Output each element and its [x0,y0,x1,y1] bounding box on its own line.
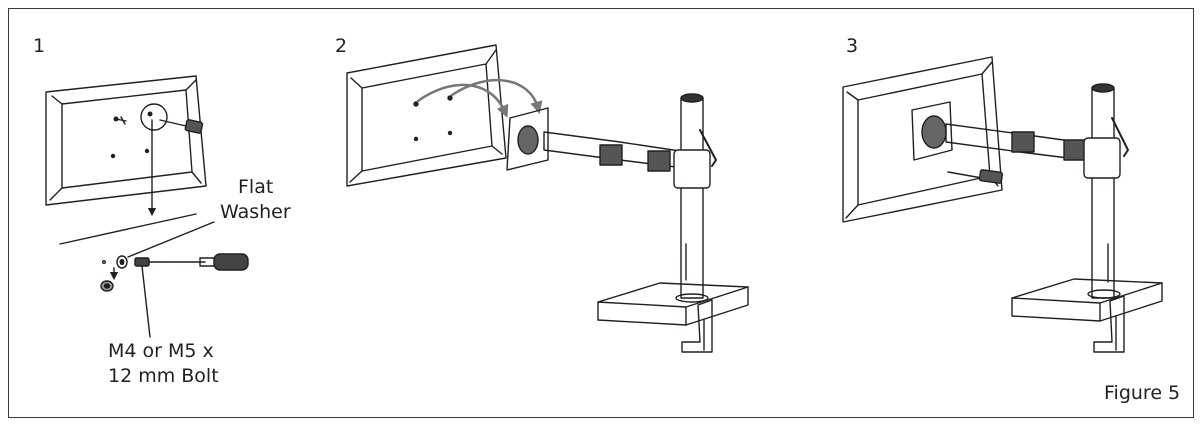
screwdriver [159,253,249,271]
step1-illustration [45,75,249,338]
step1-magnifier-circle [140,103,168,131]
step3-clamp [1093,295,1125,353]
step-number-3: 3 [846,35,859,57]
step2-pole [680,97,704,299]
step2-illustration [346,44,749,353]
step2-clamp [681,299,713,353]
step3-pole [1091,87,1115,299]
bolt-label-line1: M4 or M5 x [108,340,214,362]
flat-washer-label-line1: Flat [238,176,274,198]
step2-desk [597,282,749,326]
figure-frame [8,8,1194,418]
flat-washer [116,255,128,269]
step3-desk [1011,278,1163,322]
step3-vesa-plate [911,101,953,161]
bolt [134,257,150,267]
step2-monitor [346,44,507,187]
step3-illustration [842,56,1163,353]
step1-monitor [45,75,207,206]
step2-vesa-plate [506,107,549,171]
figure-label: Figure 5 [1104,382,1181,404]
bolt-label-line2: 12 mm Bolt [108,365,219,387]
flat-washer-label-line2: Washer [220,201,291,223]
step3-monitor [842,56,1003,223]
step-number-2: 2 [335,35,348,57]
step1-bolt-top [159,119,204,134]
step-number-1: 1 [33,35,46,57]
